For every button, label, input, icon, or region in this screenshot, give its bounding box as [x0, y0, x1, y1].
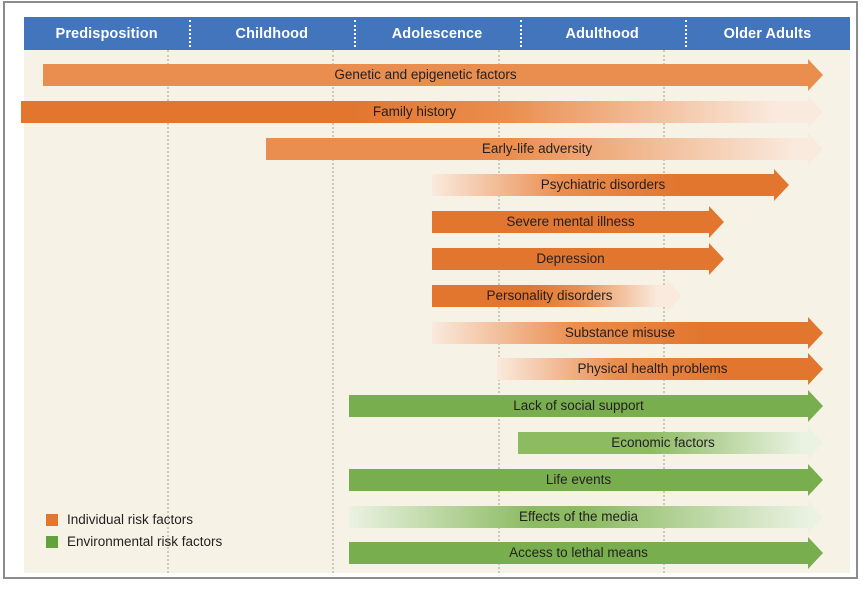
stage-header-childhood: Childhood: [189, 17, 354, 50]
legend-label: Environmental risk factors: [67, 534, 223, 549]
legend-item-individual: Individual risk factors: [46, 510, 306, 529]
stage-label: Adulthood: [565, 25, 639, 42]
legend-item-environmental: Environmental risk factors: [46, 532, 306, 551]
chart-plot-area: [24, 17, 850, 573]
column-guide-line: [498, 50, 500, 573]
legend-swatch-environmental-icon: [46, 535, 58, 548]
chart-legend: Individual risk factors Environmental ri…: [46, 510, 306, 554]
stage-header-bar: Predisposition Childhood Adolescence Adu…: [24, 17, 850, 50]
legend-label: Individual risk factors: [67, 512, 194, 527]
stage-label: Predisposition: [55, 25, 158, 42]
stage-header-older-adults: Older Adults: [684, 17, 850, 50]
stage-header-adolescence: Adolescence: [354, 17, 519, 50]
stage-header-adulthood: Adulthood: [519, 17, 685, 50]
figure-frame: Predisposition Childhood Adolescence Adu…: [3, 1, 858, 579]
stage-label: Older Adults: [723, 25, 812, 42]
legend-swatch-individual-icon: [46, 513, 58, 526]
column-guide-line: [663, 50, 665, 573]
stage-header-predisposition: Predisposition: [24, 17, 189, 50]
column-guide-line: [332, 50, 334, 573]
stage-label: Childhood: [235, 25, 309, 42]
column-guide-line: [167, 50, 169, 573]
stage-label: Adolescence: [391, 25, 483, 42]
